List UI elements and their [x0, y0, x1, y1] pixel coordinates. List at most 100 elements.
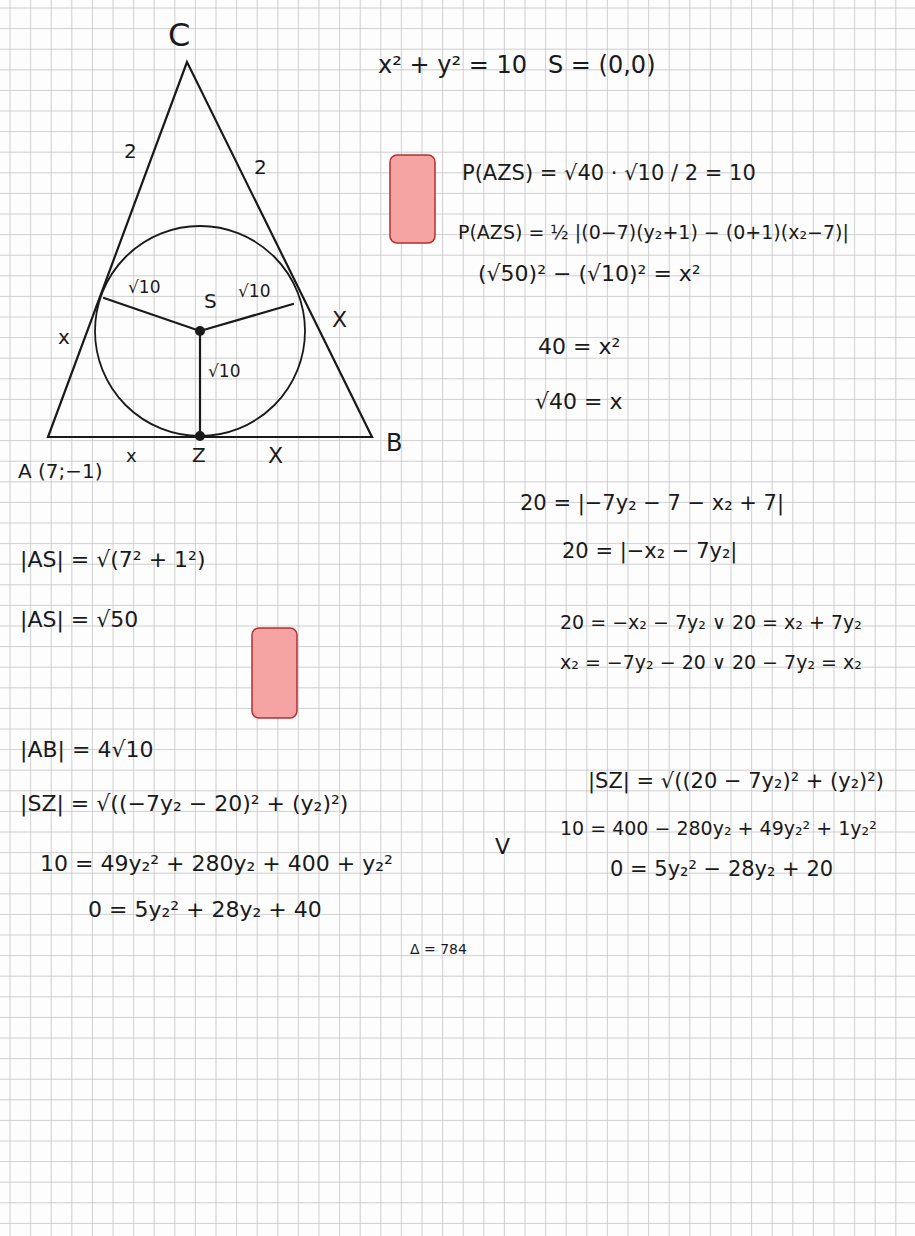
grid-line [0, 893, 915, 894]
handwritten-text: (√50)² − (√10)² = x² [478, 262, 701, 286]
grid-line [154, 0, 155, 1236]
grid-line [875, 0, 876, 1236]
grid-line [0, 1058, 915, 1059]
grid-line [0, 1161, 915, 1162]
handwritten-text: 20 = |−x₂ − 7y₂| [562, 540, 737, 563]
handwritten-text: x² + y² = 10 [378, 52, 527, 78]
grid-line [0, 584, 915, 585]
handwritten-text: Z [192, 444, 206, 466]
grid-line [10, 0, 11, 1236]
handwritten-text: 40 = x² [538, 335, 620, 359]
grid-line [0, 1182, 915, 1183]
grid-line [0, 935, 915, 936]
center-dot [195, 326, 205, 336]
grid-line [0, 976, 915, 977]
grid-line [0, 1038, 915, 1039]
grid-line [895, 0, 896, 1236]
triangle [48, 62, 372, 437]
grid-line [236, 0, 237, 1236]
handwritten-text: 10 = 400 − 280y₂ + 49y₂² + 1y₂² [560, 818, 877, 839]
grid-line [545, 0, 546, 1236]
grid-line [0, 378, 915, 379]
grid-line [174, 0, 175, 1236]
grid-line [463, 0, 464, 1236]
handwritten-text: |AS| = √50 [20, 608, 138, 632]
grid-line [0, 317, 915, 318]
radius-line [104, 298, 200, 331]
grid-line [0, 28, 915, 29]
grid-line [0, 461, 915, 462]
grid-line [0, 1223, 915, 1224]
grid-line [0, 8, 915, 9]
handwritten-text: 0 = 5y₂² + 28y₂ + 40 [88, 898, 322, 922]
redaction-box [390, 155, 435, 243]
grid-line [504, 0, 505, 1236]
grid-line [0, 49, 915, 50]
grid-line [0, 543, 915, 544]
handwritten-text: C [168, 18, 190, 53]
grid-line [0, 399, 915, 400]
handwritten-text: 20 = −x₂ − 7y₂ ∨ 20 = x₂ + 7y₂ [560, 612, 862, 633]
handwritten-text: Δ = 784 [410, 942, 467, 957]
handwritten-text: 20 = |−7y₂ − 7 − x₂ + 7| [520, 492, 784, 515]
handwritten-text: |AB| = 4√10 [20, 738, 153, 762]
grid-line [195, 0, 196, 1236]
grid-line [0, 440, 915, 441]
grid-line [0, 1141, 915, 1142]
handwritten-text: √40 = x [535, 390, 622, 414]
grid-line [0, 1202, 915, 1203]
handwritten-text: A (7;−1) [18, 460, 103, 482]
handwritten-text: x [58, 326, 70, 348]
handwritten-text: √10 [238, 282, 270, 301]
grid-line [0, 214, 915, 215]
grid-line [0, 729, 915, 730]
grid-line [319, 0, 320, 1236]
handwritten-text: V [495, 835, 510, 859]
handwritten-text: x [126, 446, 137, 466]
handwritten-text: x₂ = −7y₂ − 20 ∨ 20 − 7y₂ = x₂ [560, 652, 862, 673]
grid-line [0, 1099, 915, 1100]
grid-line [442, 0, 443, 1236]
handwritten-text: S = (0,0) [548, 52, 656, 78]
grid-line [0, 1079, 915, 1080]
grid-line [0, 420, 915, 421]
handwritten-text: 10 = 49y₂² + 280y₂ + 400 + y₂² [40, 852, 393, 876]
grid-line [277, 0, 278, 1236]
grid-line [298, 0, 299, 1236]
grid-line [0, 275, 915, 276]
radius-line [199, 331, 201, 436]
grid-line [0, 1120, 915, 1121]
grid-line [0, 90, 915, 91]
grid-line [0, 1017, 915, 1018]
grid-line [0, 131, 915, 132]
handwritten-text: 2 [124, 140, 137, 162]
handwritten-text: B [386, 430, 402, 456]
grid-line [0, 172, 915, 173]
grid-line [483, 0, 484, 1236]
grid-line [0, 708, 915, 709]
grid-line [0, 481, 915, 482]
grid-line [0, 152, 915, 153]
handwritten-text: P(AZS) = √40 · √10 / 2 = 10 [462, 162, 756, 185]
redaction-box [252, 628, 297, 718]
grid-line [216, 0, 217, 1236]
handwritten-text: |SZ| = √((−7y₂ − 20)² + (y₂)²) [20, 792, 348, 816]
grid-line [0, 605, 915, 606]
handwritten-text: √10 [128, 278, 160, 297]
inscribed-circle [95, 226, 305, 436]
grid-line [0, 523, 915, 524]
handwritten-text: |SZ| = √((20 − 7y₂)² + (y₂)²) [588, 770, 884, 793]
handwritten-text: √10 [208, 362, 240, 381]
handwritten-text: 2 [254, 156, 267, 178]
grid-line [525, 0, 526, 1236]
grid-line [339, 0, 340, 1236]
handwritten-text: S [204, 290, 217, 312]
grid-line [0, 996, 915, 997]
handwritten-text: |AS| = √(7² + 1²) [20, 548, 206, 572]
grid-line [0, 255, 915, 256]
grid-line [0, 646, 915, 647]
handwritten-text: X [332, 308, 347, 332]
grid-line [0, 358, 915, 359]
grid-line [0, 337, 915, 338]
handwritten-text: X [268, 444, 283, 468]
